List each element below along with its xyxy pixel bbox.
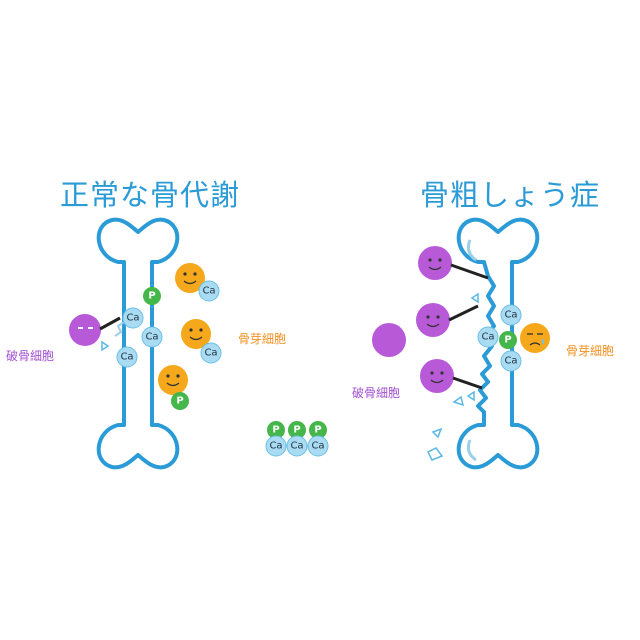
svg-text:P: P	[148, 291, 155, 302]
left-osteoblast-cell-2	[181, 319, 211, 349]
label-osteoclast-left: 破骨細胞	[6, 349, 55, 363]
label-osteoblast-right: 骨芽細胞	[566, 344, 615, 358]
svg-text:Ca: Ca	[269, 441, 282, 452]
right-ca-ion-2: Ca	[477, 326, 499, 348]
left-bone	[96, 217, 180, 470]
center-p-ion-1: P	[267, 421, 285, 439]
right-bone-fragments	[426, 292, 479, 461]
svg-text:Ca: Ca	[311, 441, 324, 452]
svg-text:P: P	[314, 425, 321, 436]
right-p-ion-1: P	[499, 331, 517, 349]
center-ca-ion-2: Ca	[286, 435, 308, 457]
left-osteoclast-cell	[69, 314, 121, 346]
left-ca-ion-5: Ca	[200, 342, 222, 364]
svg-text:P: P	[504, 335, 511, 346]
center-ca-ion-1: Ca	[265, 435, 287, 457]
left-ca-ion-3: Ca	[116, 346, 138, 368]
right-ca-ion-3: Ca	[500, 350, 522, 372]
title-osteoporosis: 骨粗しょう症	[420, 178, 601, 212]
right-bone	[456, 217, 540, 470]
right-ca-ion-1: Ca	[500, 304, 522, 326]
center-ca-ion-3: Ca	[307, 435, 329, 457]
svg-text:Ca: Ca	[481, 332, 494, 343]
svg-text:P: P	[272, 425, 279, 436]
svg-text:P: P	[293, 425, 300, 436]
svg-text:Ca: Ca	[504, 356, 517, 367]
left-osteoblast-cell-3	[158, 365, 188, 395]
svg-text:Ca: Ca	[202, 286, 215, 297]
svg-text:Ca: Ca	[504, 310, 517, 321]
left-ca-ion-2: Ca	[141, 326, 163, 348]
left-ca-ion-4: Ca	[198, 280, 220, 302]
right-osteoclast-cell-1	[418, 246, 489, 280]
left-ca-ion-1: Ca	[122, 307, 144, 329]
svg-text:P: P	[176, 396, 183, 407]
left-osteoblast-cell-1	[175, 263, 205, 293]
label-osteoblast-left: 骨芽細胞	[238, 332, 287, 346]
left-p-ion-1: P	[143, 287, 161, 305]
right-osteoclast-cell-3	[372, 323, 406, 357]
svg-text:Ca: Ca	[204, 348, 217, 359]
center-ion-cluster: P P P Ca Ca Ca	[265, 421, 329, 457]
left-bone-fragment	[101, 340, 110, 352]
center-p-ion-2: P	[288, 421, 306, 439]
svg-text:Ca: Ca	[290, 441, 303, 452]
right-osteoclast-cell-4	[420, 359, 483, 393]
label-osteoclast-right: 破骨細胞	[352, 386, 401, 400]
center-p-ion-3: P	[309, 421, 327, 439]
right-osteoclast-cell-2	[416, 303, 479, 337]
svg-text:Ca: Ca	[120, 352, 133, 363]
left-p-ion-2: P	[171, 392, 189, 410]
title-normal-bone-metabolism: 正常な骨代謝	[60, 178, 241, 212]
right-osteoblast-cell	[520, 323, 550, 353]
svg-text:Ca: Ca	[145, 332, 158, 343]
svg-text:Ca: Ca	[126, 313, 139, 324]
